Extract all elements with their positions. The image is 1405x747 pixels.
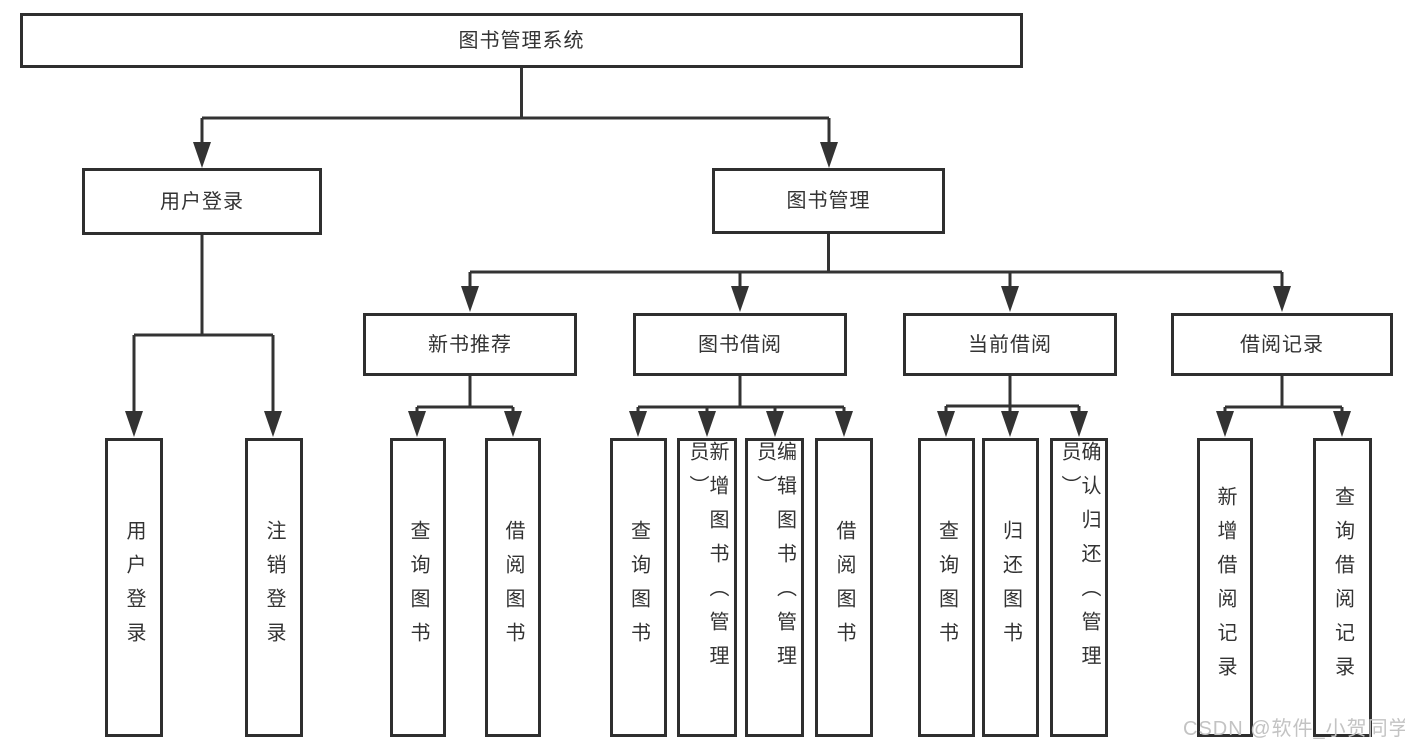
node-label: 图书管理 xyxy=(786,190,871,212)
node-book-management: 图书管理 xyxy=(712,168,945,234)
leaf-query-borrow-record: 查询借阅记录 xyxy=(1313,438,1372,737)
node-label: 新书推荐 xyxy=(428,333,512,356)
node-library-management-system: 图书管理系统 xyxy=(20,13,1023,68)
leaf-edit-books-admin: 编辑图书（管理员） xyxy=(745,438,804,737)
node-label: 图书借阅 xyxy=(698,333,782,356)
node-label: 查询图书 xyxy=(627,519,650,656)
leaf-query-books-borrowing: 查询图书 xyxy=(610,438,667,737)
node-user-login: 用户登录 xyxy=(82,168,322,235)
node-book-borrowing: 图书借阅 xyxy=(633,313,847,376)
leaf-user-login: 用户登录 xyxy=(105,438,163,737)
node-label: 查询图书 xyxy=(935,519,958,656)
node-label: 查询图书 xyxy=(407,519,429,656)
node-label: 当前借阅 xyxy=(968,333,1052,356)
leaf-confirm-return-admin: 确认归还（管理员） xyxy=(1050,438,1108,737)
node-label: 确认归还（管理员） xyxy=(1058,441,1100,679)
node-label: 编辑图书（管理员） xyxy=(753,441,796,679)
node-label: 借阅图书 xyxy=(502,519,524,656)
leaf-add-borrow-record: 新增借阅记录 xyxy=(1197,438,1253,737)
node-new-book-recommendation: 新书推荐 xyxy=(363,313,577,376)
node-label: 查询借阅记录 xyxy=(1331,485,1354,690)
leaf-borrow-books-recommend: 借阅图书 xyxy=(485,438,541,737)
node-label: 借阅记录 xyxy=(1240,333,1324,356)
node-label: 新增借阅记录 xyxy=(1214,485,1236,690)
leaf-add-books-admin: 新增图书（管理员） xyxy=(677,438,737,737)
leaf-query-books-recommend: 查询图书 xyxy=(390,438,446,737)
leaf-query-books-current: 查询图书 xyxy=(918,438,975,737)
node-borrowing-records: 借阅记录 xyxy=(1171,313,1393,376)
node-label: 用户登录 xyxy=(160,190,244,213)
node-current-borrowing: 当前借阅 xyxy=(903,313,1117,376)
watermark: CSDN @软件_小贺同学 xyxy=(1183,718,1405,740)
node-label: 新增图书（管理员） xyxy=(686,441,728,679)
node-label: 注销登录 xyxy=(263,519,285,656)
arrowheads xyxy=(125,142,1351,437)
node-label: 借阅图书 xyxy=(833,519,855,656)
node-label: 图书管理系统 xyxy=(458,29,585,52)
leaf-borrow-books: 借阅图书 xyxy=(815,438,873,737)
node-label: 用户登录 xyxy=(123,519,145,656)
leaf-return-books: 归还图书 xyxy=(982,438,1039,737)
leaf-logout: 注销登录 xyxy=(245,438,303,737)
node-label: 归还图书 xyxy=(999,519,1022,656)
